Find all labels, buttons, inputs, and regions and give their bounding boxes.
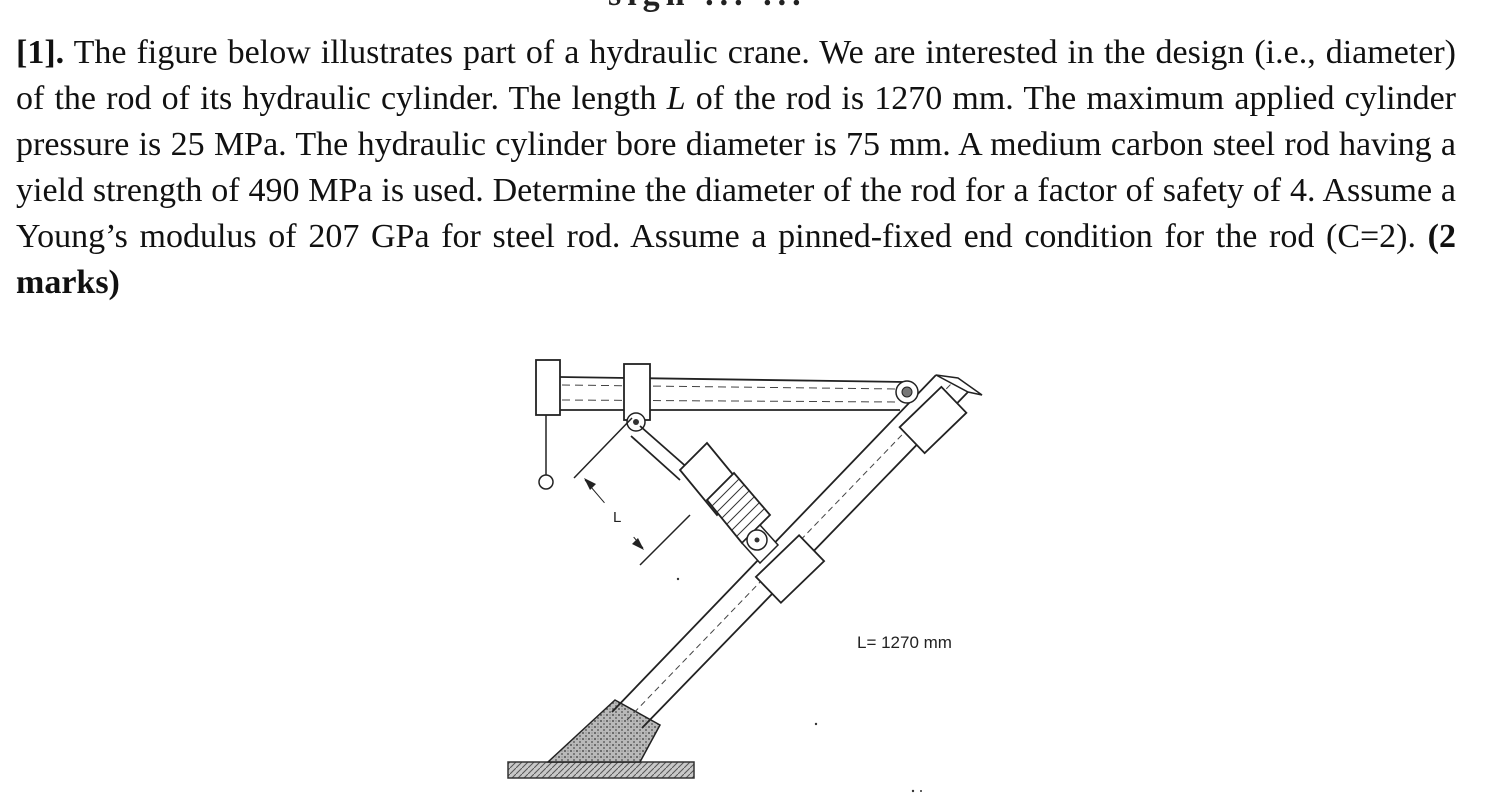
cut-off-heading: sign ... ... (608, 0, 807, 14)
base-mount (546, 699, 662, 763)
ground-plate (507, 761, 695, 779)
speck (676, 577, 680, 581)
arm-pin-center (633, 419, 639, 425)
italic-length-symbol: L (666, 80, 686, 117)
top-right-joint (895, 380, 968, 455)
length-dimension (573, 417, 691, 566)
problem-text-part1: The figure below illustrates part of a h… (16, 34, 1456, 117)
speck (911, 789, 915, 793)
problem-statement: [1]. The figure below illustrates part o… (16, 30, 1456, 306)
boom-collar (754, 533, 826, 605)
problem-text-part2: of the rod is 1270 mm. The maximum appli… (16, 80, 1457, 255)
horizontal-arm (559, 376, 906, 411)
marks-label: (2 marks) (16, 218, 1456, 301)
hook-ring (538, 474, 554, 490)
piston-rod (630, 425, 691, 481)
problem-number: [1]. (16, 34, 65, 71)
arm-collar (623, 363, 651, 421)
speck (920, 790, 922, 792)
speck (814, 722, 818, 726)
hydraulic-cylinder (678, 441, 780, 565)
length-value-label: L= 1270 mm (857, 633, 952, 652)
arm-end-block (535, 359, 561, 416)
length-arrow-label: L (613, 509, 621, 526)
